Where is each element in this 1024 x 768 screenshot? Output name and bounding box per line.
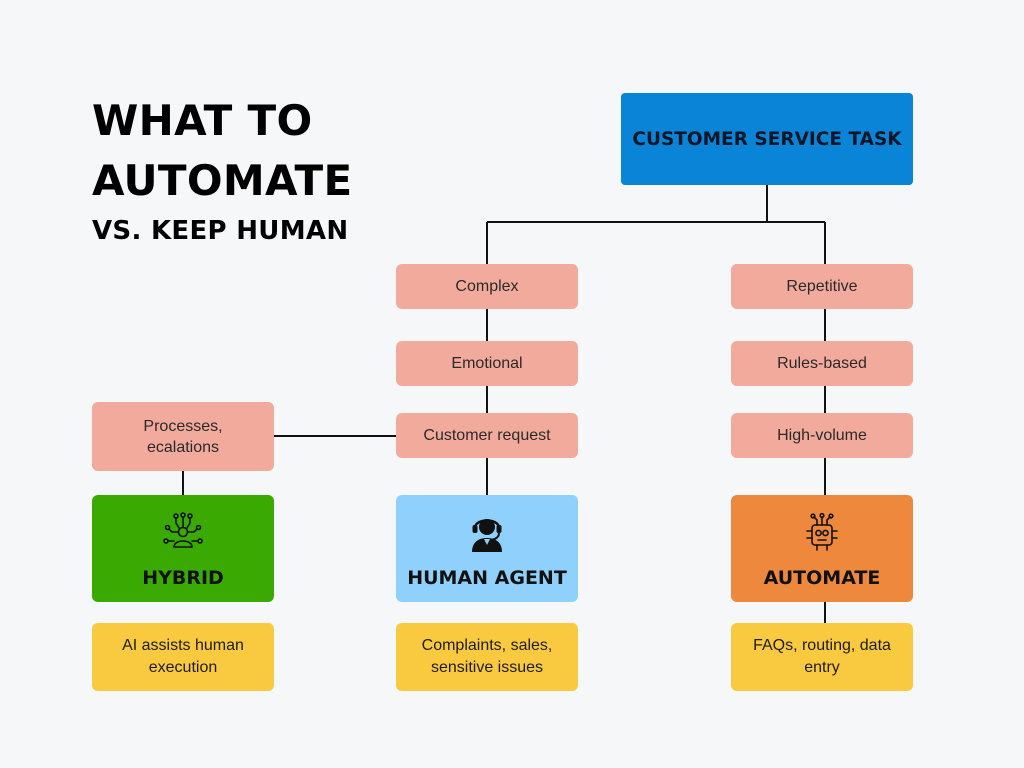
description-human-agent-text: Complaints, sales, sensitive issues bbox=[421, 637, 553, 676]
description-human-agent: Complaints, sales, sensitive issues bbox=[396, 623, 578, 691]
attribute-rules-based: Rules-based bbox=[731, 341, 913, 386]
headset-agent-icon bbox=[472, 519, 502, 552]
page-title-line-2: AUTOMATE bbox=[92, 156, 353, 205]
attribute-repetitive: Repetitive bbox=[731, 264, 913, 309]
outcome-automate: AUTOMATE bbox=[731, 495, 913, 602]
robot-icon bbox=[806, 512, 838, 551]
attribute-complex: Complex bbox=[396, 264, 578, 309]
attribute-processes-escalations: Processes, ecalations bbox=[92, 402, 274, 471]
description-hybrid: AI assists human execution bbox=[92, 623, 274, 691]
root-node: CUSTOMER SERVICE TASK bbox=[621, 93, 913, 185]
description-hybrid-text: AI assists human execution bbox=[122, 637, 244, 676]
attribute-customer-request: Customer request bbox=[396, 413, 578, 458]
network-person-icon bbox=[163, 512, 203, 548]
description-automate: FAQs, routing, data entry bbox=[731, 623, 913, 691]
outcome-human-agent: HUMAN AGENT bbox=[396, 495, 578, 602]
attribute-emotional: Emotional bbox=[396, 341, 578, 386]
outcome-hybrid: HYBRID bbox=[92, 495, 274, 602]
outcome-automate-label: AUTOMATE bbox=[763, 567, 881, 589]
outcome-hybrid-label: HYBRID bbox=[142, 567, 224, 589]
page-subtitle: VS. KEEP HUMAN bbox=[92, 216, 349, 246]
attribute-high-volume: High-volume bbox=[731, 413, 913, 458]
outcome-human-agent-label: HUMAN AGENT bbox=[407, 567, 567, 589]
attribute-processes-escalations-label: Processes, ecalations bbox=[143, 417, 223, 456]
description-automate-text: FAQs, routing, data entry bbox=[753, 637, 891, 676]
page-title-line-1: WHAT TO bbox=[92, 96, 313, 145]
